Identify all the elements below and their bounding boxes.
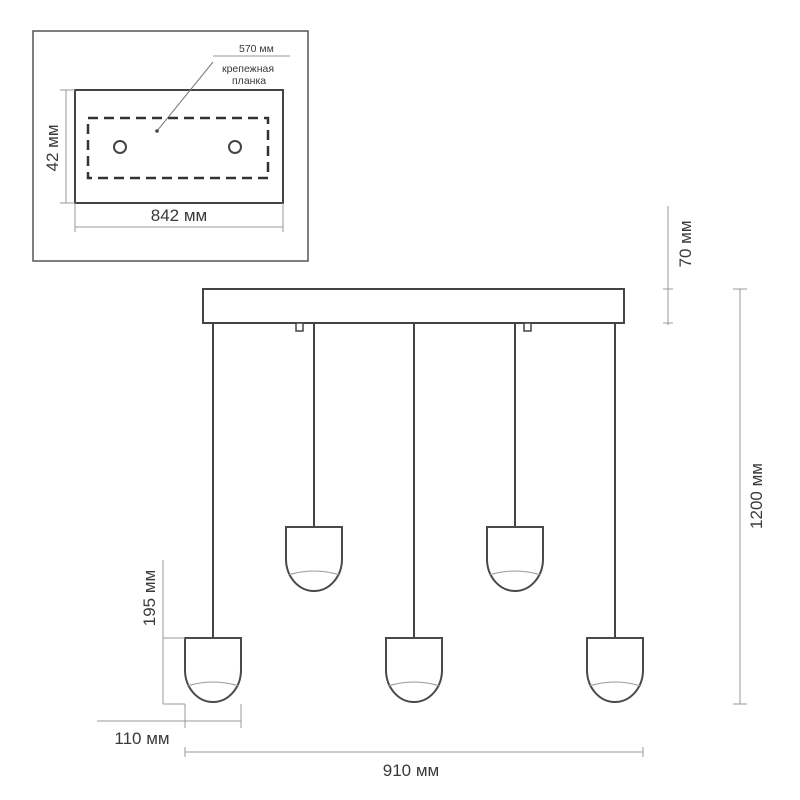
bracket-leader-dot xyxy=(155,129,159,133)
length-dim-label: 842 мм xyxy=(151,206,207,225)
mounting-hole-right xyxy=(228,140,242,154)
shade-1 xyxy=(184,637,242,703)
bracket-leader-line xyxy=(156,61,214,132)
top-view-panel: 570 мм крепежная планка 42 мм 842 мм xyxy=(32,30,309,262)
canopy-clip-left xyxy=(295,322,304,332)
mounting-bracket-outline xyxy=(86,116,270,180)
total-height-label: 1200 мм xyxy=(747,463,766,529)
canopy-height-label: 70 мм xyxy=(676,220,695,267)
mounting-hole-left xyxy=(113,140,127,154)
bracket-width-label: 570 мм xyxy=(239,43,274,55)
shade-width-label: 110 мм xyxy=(114,729,169,748)
canopy-top-outline xyxy=(74,89,284,204)
shade-2 xyxy=(285,526,343,592)
shade-5 xyxy=(586,637,644,703)
shade-height-label: 195 мм xyxy=(140,570,159,626)
front-view: 70 мм 1200 мм 195 мм 110 мм 910 мм xyxy=(97,206,766,780)
height-dim-label: 42 мм xyxy=(43,124,62,171)
canopy xyxy=(202,288,625,324)
total-width-label: 910 мм xyxy=(383,761,439,780)
bracket-name-line1: крепежная xyxy=(222,63,274,75)
canopy-clip-right xyxy=(523,322,532,332)
top-view-frame xyxy=(32,30,309,262)
shade-4 xyxy=(486,526,544,592)
bracket-name-line2: планка xyxy=(232,75,266,87)
shade-3 xyxy=(385,637,443,703)
